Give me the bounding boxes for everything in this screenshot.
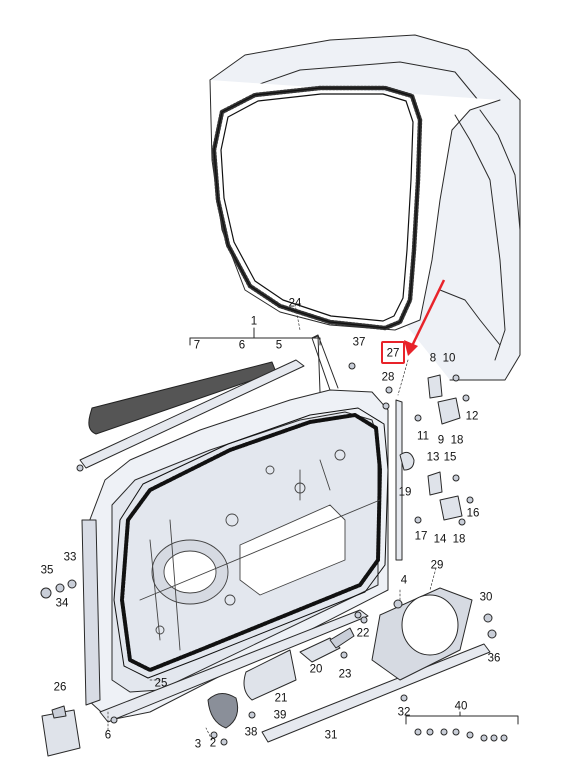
callout-7: 7 [193, 339, 201, 352]
callout-1: 1 [250, 315, 258, 328]
callout-22: 22 [356, 627, 370, 640]
callout-19: 19 [398, 486, 412, 499]
callout-21: 21 [274, 692, 288, 705]
callout-27: 27 [386, 347, 400, 360]
callout-35: 35 [40, 564, 54, 577]
callout-36: 36 [487, 652, 501, 665]
callout-39: 39 [273, 709, 287, 722]
callout-4: 4 [400, 574, 408, 587]
callout-33: 33 [63, 551, 77, 564]
callout-24: 24 [288, 297, 302, 310]
callout-28: 28 [381, 371, 395, 384]
callout-32: 32 [397, 706, 411, 719]
callout-13: 13 [426, 451, 440, 464]
trim-strip-7 [88, 361, 277, 435]
highlight-arrow [404, 279, 446, 356]
callout-6-top: 6 [238, 339, 246, 352]
callout-18-top: 18 [450, 434, 464, 447]
callout-15: 15 [443, 451, 457, 464]
callout-8: 8 [429, 352, 437, 365]
highlight-box-27 [381, 341, 405, 364]
callout-20: 20 [309, 663, 323, 676]
callout-26: 26 [53, 681, 67, 694]
body-side-frame [209, 34, 521, 381]
callout-12: 12 [465, 410, 479, 423]
callout-9: 9 [437, 434, 445, 447]
callout-14: 14 [433, 533, 447, 546]
callout-17: 17 [414, 530, 428, 543]
callout-37: 37 [352, 336, 366, 349]
callout-3: 3 [194, 738, 202, 751]
callout-2: 2 [209, 737, 217, 750]
callout-30: 30 [479, 591, 493, 604]
callout-5: 5 [275, 339, 283, 352]
callout-16: 16 [466, 507, 480, 520]
callout-31: 31 [324, 729, 338, 742]
callout-10: 10 [442, 352, 456, 365]
callout-11: 11 [417, 430, 429, 443]
callout-25: 25 [154, 677, 168, 690]
strip-5 [79, 359, 305, 469]
callout-18-bottom: 18 [452, 533, 466, 546]
callout-29: 29 [430, 559, 444, 572]
callout-38: 38 [244, 726, 258, 739]
callout-23: 23 [338, 668, 352, 681]
callout-34: 34 [55, 597, 69, 610]
callout-40: 40 [454, 700, 468, 713]
callout-6-bottom: 6 [104, 729, 112, 742]
